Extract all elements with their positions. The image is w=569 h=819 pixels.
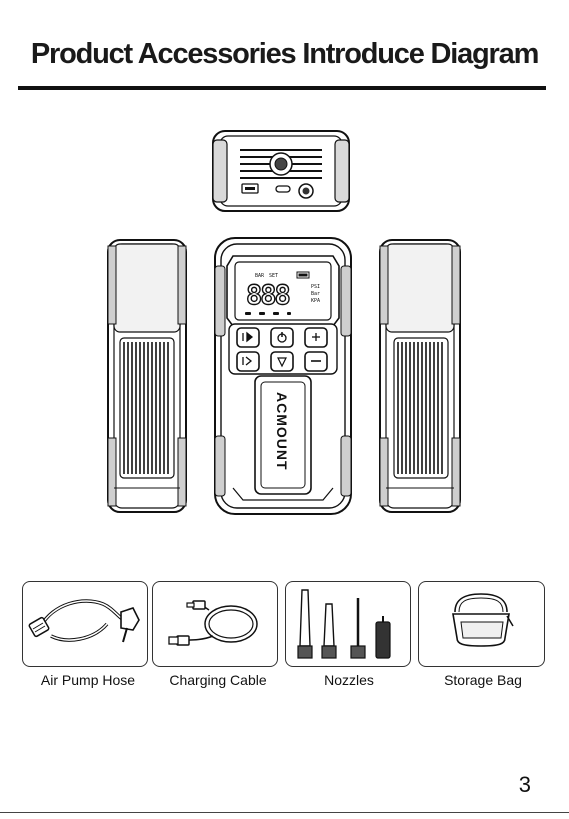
lcd-unit-bar: Bar [311, 291, 320, 297]
lcd-label-set: SET [269, 273, 278, 279]
accessory-card-storage-bag [418, 581, 545, 667]
title-divider [18, 86, 546, 90]
accessory-card-nozzles [285, 581, 411, 667]
page-number: 3 [519, 772, 531, 798]
accessory-label-nozzles: Nozzles [285, 672, 413, 688]
lcd-digits: 888 [246, 280, 290, 311]
device-left-side-view [106, 238, 188, 514]
page-title: Product Accessories Introduce Diagram [0, 38, 569, 71]
brand-logo-text: ACMOUNT [274, 392, 290, 471]
device-right-side-view [378, 238, 462, 514]
accessory-label-air-pump-hose: Air Pump Hose [22, 672, 154, 688]
nozzles-icon [286, 582, 410, 666]
lcd-label-bar: BAR [255, 273, 265, 279]
accessory-card-charging-cable [152, 581, 278, 667]
footer-divider [0, 812, 569, 813]
lcd-unit-psi: PSI [311, 284, 320, 290]
charging-cable-icon [153, 582, 277, 666]
device-front-view: BAR SET 888 PSI Bar KPA ACMOUNT [213, 236, 353, 516]
accessory-card-air-pump-hose [22, 581, 148, 667]
accessory-label-charging-cable: Charging Cable [152, 672, 284, 688]
device-top-view [210, 128, 352, 214]
accessory-label-storage-bag: Storage Bag [418, 672, 548, 688]
lcd-unit-kpa: KPA [311, 298, 320, 304]
storage-bag-icon [419, 582, 544, 666]
air-pump-hose-icon [23, 582, 147, 666]
